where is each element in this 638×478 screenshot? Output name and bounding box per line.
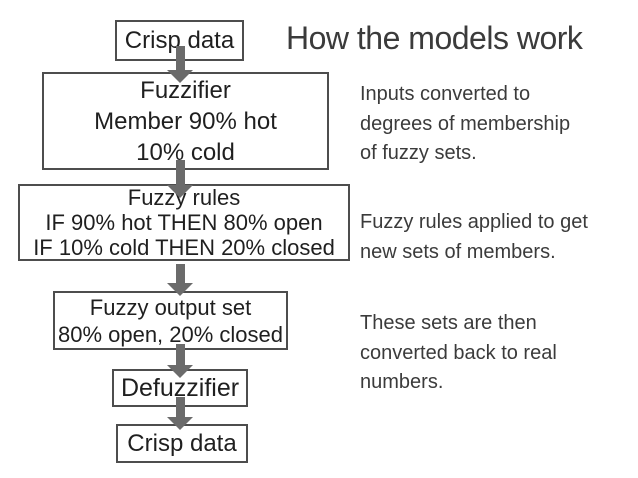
annotation-line: degrees of membership — [360, 112, 571, 135]
box-label: Member 90% hot — [94, 107, 277, 135]
arrow-head — [167, 70, 193, 83]
annotation-line: numbers. — [360, 371, 444, 393]
flow-box-fuzzy-output-set: Fuzzy output set 80% open, 20% closed — [53, 291, 288, 350]
down-arrow-icon — [167, 46, 193, 83]
arrow-shaft — [175, 160, 185, 185]
arrow-head — [167, 365, 193, 378]
annotation-line: These sets are then — [360, 312, 537, 334]
annotation-fuzzifier-note: Inputs converted to degrees of membershi… — [360, 80, 630, 169]
annotation-line: of fuzzy sets. — [360, 142, 477, 164]
box-label: IF 10% cold THEN 20% closed — [33, 235, 335, 260]
annotation-line: converted back to real — [360, 341, 557, 364]
down-arrow-icon — [167, 264, 193, 296]
box-label: 10% cold — [136, 138, 235, 166]
box-label: Defuzzifier — [120, 373, 240, 402]
box-label: IF 90% hot THEN 80% open — [45, 210, 323, 235]
annotation-line: Fuzzy rules applied to get — [360, 211, 588, 233]
annotation-line: new sets of members. — [360, 240, 556, 263]
arrow-shaft — [175, 397, 185, 417]
annotation-line: Inputs converted to — [360, 83, 531, 105]
down-arrow-icon — [167, 160, 193, 198]
down-arrow-icon — [167, 344, 193, 378]
down-arrow-icon — [167, 397, 193, 430]
page-title: How the models work — [286, 20, 583, 56]
annotation-defuzzifier-note: These sets are then converted back to re… — [360, 309, 630, 398]
arrow-shaft — [175, 344, 185, 365]
annotation-rules-note: Fuzzy rules applied to get new sets of m… — [360, 208, 630, 267]
arrow-head — [167, 283, 193, 296]
flow-box-fuzzifier: Fuzzifier Member 90% hot 10% cold — [42, 72, 329, 170]
flow-box-crisp-data-bottom: Crisp data — [116, 424, 248, 463]
arrow-shaft — [175, 264, 185, 283]
arrow-head — [167, 185, 193, 198]
arrow-shaft — [175, 46, 185, 70]
arrow-head — [167, 417, 193, 430]
box-label: Crisp data — [127, 429, 237, 457]
box-label: Fuzzy output set — [89, 294, 252, 320]
box-label: 80% open, 20% closed — [57, 321, 284, 347]
